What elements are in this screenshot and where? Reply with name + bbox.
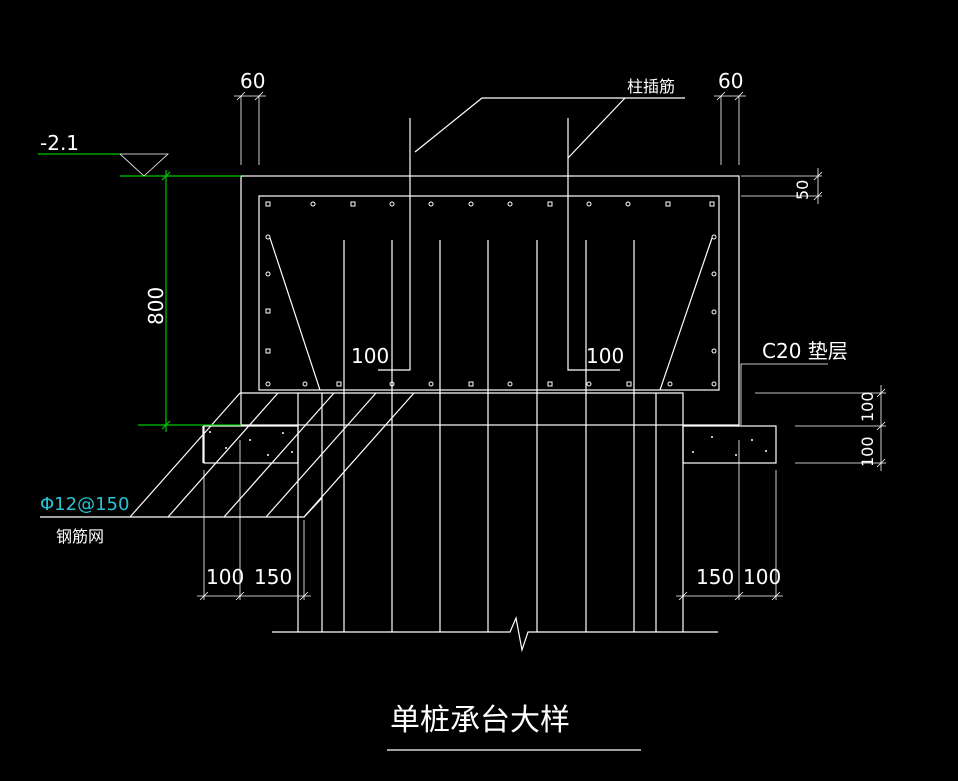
dim-bottom-left-1: 100 — [206, 565, 244, 589]
elevation-marker — [38, 153, 241, 432]
rebar-spec-label: Φ12@150 — [40, 494, 129, 515]
dim-inner-left: 100 — [351, 344, 389, 368]
drawing-title: 单桩承台大样 — [390, 703, 570, 738]
extension-lines — [203, 96, 886, 600]
dim-right-1: 100 — [858, 391, 877, 422]
dim-cover-top: 50 — [793, 180, 812, 200]
cap-vertical-bars — [269, 237, 713, 632]
dim-bottom-right-2: 100 — [743, 565, 781, 589]
rebar-mesh — [40, 392, 415, 518]
dim-top-right: 60 — [718, 69, 743, 93]
column-dowel-label: 柱插筋 — [627, 77, 675, 96]
column-dowels — [378, 97, 685, 371]
elevation-label: -2.1 — [40, 131, 79, 155]
cushion-label: C20 垫层 — [762, 339, 848, 363]
dim-top-left: 60 — [240, 69, 265, 93]
pile-cap-outline — [240, 175, 740, 426]
rebar-mesh-label: 钢筋网 — [56, 527, 104, 546]
dim-right-2: 100 — [858, 436, 877, 467]
cushion-layer — [203, 425, 777, 464]
dim-bottom-left-2: 150 — [254, 565, 292, 589]
dimension-lines — [197, 91, 886, 601]
dim-inner-right: 100 — [586, 344, 624, 368]
dim-bottom-right-1: 150 — [696, 565, 734, 589]
rebar-dots — [265, 201, 717, 387]
dim-height: 800 — [144, 287, 168, 325]
pile — [272, 392, 718, 653]
